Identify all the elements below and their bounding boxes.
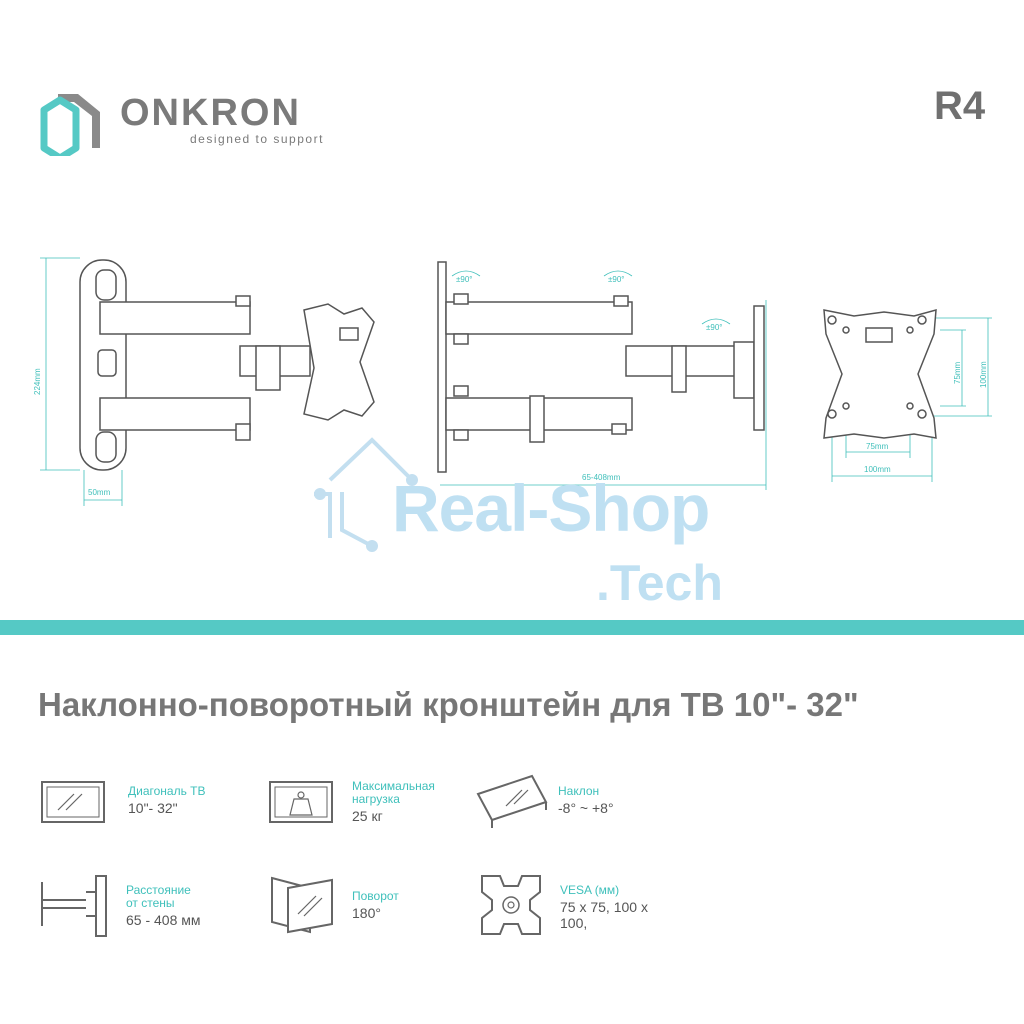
wall-distance-icon xyxy=(41,875,107,937)
technical-drawing: 224mm 50mm 65-408mm ±90° ±90° ±90° 75mm … xyxy=(33,257,992,506)
dim-vesa-small-vertical: 75mm xyxy=(953,361,962,384)
feature-swivel-label: Поворот xyxy=(352,889,399,903)
feature-swivel-value: 180° xyxy=(352,905,381,921)
dim-vesa-large-vertical: 100mm xyxy=(979,361,988,388)
tv-diagonal-icon xyxy=(41,781,105,823)
product-headline: Наклонно-поворотный кронштейн для ТВ 10"… xyxy=(38,686,859,723)
model-code: R4 xyxy=(934,84,986,128)
tilt-icon xyxy=(476,774,548,828)
feature-tilt-value: -8° ~ +8° xyxy=(558,800,614,816)
brand-name: ONKRON xyxy=(120,92,301,134)
dim-vesa-large-horizontal: 100mm xyxy=(864,465,891,474)
brand-tagline: designed to support xyxy=(190,132,324,146)
swivel-angle-2: ±90° xyxy=(608,275,625,284)
watermark-circuit-icon xyxy=(314,437,418,552)
logo-mark-icon xyxy=(40,94,100,156)
watermark-line-1: Real-Shop xyxy=(392,471,710,545)
feature-diagonal-label: Диагональ ТВ xyxy=(128,784,206,798)
brand-logo: ONKRON designed to support xyxy=(40,86,330,156)
dim-vesa-small-horizontal: 75mm xyxy=(866,442,889,451)
swivel-angle-1: ±90° xyxy=(456,275,473,284)
feature-distance-label: Расстояние от стены xyxy=(126,883,191,910)
feature-load-label: Максимальная нагрузка xyxy=(352,779,435,806)
dim-depth: 50mm xyxy=(88,488,111,497)
swivel-icon xyxy=(271,876,333,934)
weight-icon xyxy=(269,781,333,823)
feature-tilt-label: Наклон xyxy=(558,784,600,798)
dim-height: 224mm xyxy=(33,368,42,395)
feature-diagonal-value: 10"- 32" xyxy=(128,800,178,816)
dim-extension: 65-408mm xyxy=(582,473,621,482)
feature-vesa-value: 75 x 75, 100 x 100, xyxy=(560,899,648,931)
swivel-angle-3: ±90° xyxy=(706,323,723,332)
feature-distance-value: 65 - 408 мм xyxy=(126,912,201,928)
feature-vesa-label: VESA (мм) xyxy=(560,883,620,897)
vesa-icon xyxy=(481,875,541,935)
accent-band xyxy=(0,620,1024,635)
feature-load-value: 25 кг xyxy=(352,808,383,824)
watermark-line-2: .Tech xyxy=(596,555,723,611)
